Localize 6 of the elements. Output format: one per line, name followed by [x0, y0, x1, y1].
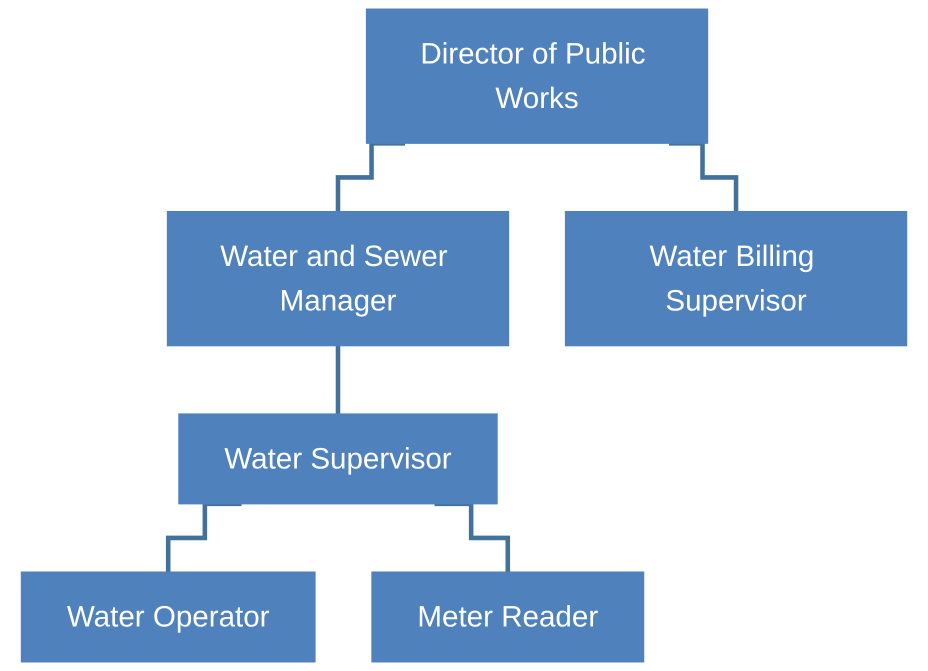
node-box: Water Operator [20, 571, 316, 662]
node-box: Water Supervisor [178, 413, 498, 504]
node-box: Water and Sewer Manager [166, 210, 510, 346]
node-box: Water Billing Supervisor [564, 210, 908, 346]
node-box: Meter Reader [371, 571, 644, 662]
node-box: Director of Public Works [366, 8, 708, 144]
